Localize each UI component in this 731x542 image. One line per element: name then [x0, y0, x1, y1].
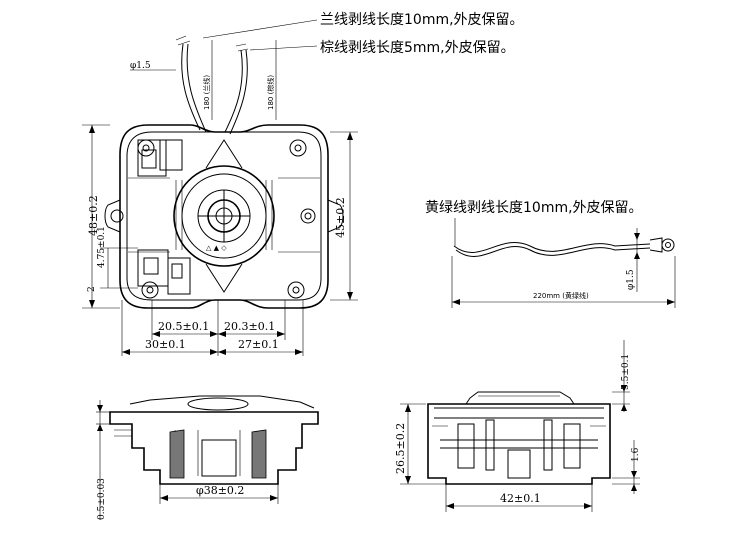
half-right-dim: 20.3±0.1	[224, 320, 275, 333]
left-terminals	[137, 139, 191, 295]
blue-wire-b	[186, 43, 207, 133]
step-dim: 1.6	[631, 447, 641, 462]
center-dial: △ ▲ ◇	[173, 139, 275, 293]
ground-wire-length: 220mm (黄绿线)	[533, 291, 589, 300]
blue-wire-length: 180 (兰线)	[202, 75, 211, 110]
plate-thickness-dim: 0.5±0.03	[97, 478, 107, 520]
top-view: φ1.5 180 (兰线) 180 (棕线)	[82, 19, 358, 356]
brown-wire-b	[229, 49, 248, 135]
ring-terminal	[661, 238, 675, 252]
height-left-dim: 48±0.2	[87, 195, 100, 236]
height-right-dim: 45±0.2	[334, 197, 347, 238]
brown-wire	[224, 49, 243, 133]
offset-left-dim: 30±0.1	[145, 338, 186, 351]
svg-text:△ ▲ ◇: △ ▲ ◇	[206, 244, 227, 252]
switch-body-outline	[119, 124, 329, 309]
body-diameter-dim: φ38±0.2	[196, 484, 244, 497]
pitch-dim: 4.75±0.1	[97, 226, 107, 268]
offset-right-dim: 27±0.1	[238, 338, 279, 351]
side-view-left: 0.5±0.03 φ38±0.2	[96, 395, 319, 520]
blue-wire-note: 兰线剥线长度10mm,外皮保留。	[320, 12, 524, 28]
brown-wire-tip	[235, 43, 249, 52]
blue-wire-tip	[175, 35, 191, 46]
width-dim: 42±0.1	[500, 492, 541, 505]
brown-wire-note: 棕线剥线长度5mm,外皮保留。	[320, 40, 515, 56]
side-view-right: 5.5±0.1 1.6 26.5±0.2 42±0.1	[394, 340, 641, 512]
wire-diameter-label: φ1.5	[130, 61, 151, 71]
blue-wire	[181, 43, 201, 131]
ground-wire-dia: φ1.5	[626, 269, 636, 290]
left-mount-ear	[104, 199, 121, 233]
ground-wire-note: 黄绿线剥线长度10mm,外皮保留。	[425, 199, 643, 216]
ground-wire	[453, 242, 651, 253]
right-mount-ear	[327, 199, 344, 233]
brown-wire-length: 180 (棕线)	[266, 75, 275, 110]
ground-wire-view: φ1.5 220mm (黄绿线)	[451, 218, 676, 308]
top-offset-dim: 5.5±0.1	[621, 354, 631, 390]
half-left-dim: 20.5±0.1	[158, 320, 209, 333]
small-dim: 2	[87, 286, 97, 292]
height-dim: 26.5±0.2	[394, 423, 407, 474]
corner-screws	[137, 139, 307, 299]
